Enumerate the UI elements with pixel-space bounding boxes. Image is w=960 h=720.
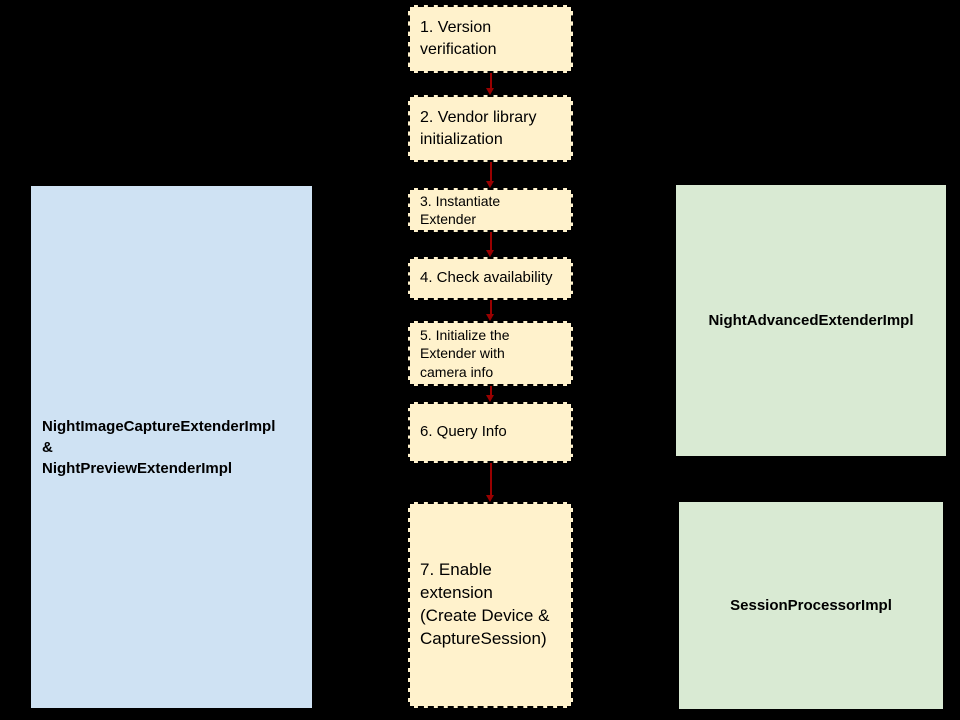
arrow-head <box>486 250 494 257</box>
down-arrow-icon <box>486 162 495 188</box>
down-arrow-icon <box>486 463 495 502</box>
step-label: 5. Initialize the Extender with camera i… <box>420 327 510 380</box>
arrow-head <box>486 395 494 402</box>
arrow-head <box>486 88 494 95</box>
step-label: 2. Vendor library initialization <box>420 108 537 148</box>
arrow-line <box>489 162 492 182</box>
arrow-line <box>489 73 492 89</box>
down-arrow-icon <box>486 73 495 95</box>
arrow-head <box>486 314 494 321</box>
step-box-check-availability: 4. Check availability <box>408 257 573 300</box>
arrow-head <box>486 495 494 502</box>
arrow-line <box>489 463 492 496</box>
arrow-line <box>489 232 492 251</box>
step-label: 3. Instantiate Extender <box>420 192 501 227</box>
right-entity-label: NightAdvancedExtenderImpl <box>708 312 914 329</box>
down-arrow-icon <box>486 300 495 321</box>
right-entity-label: SessionProcessorImpl <box>730 597 892 614</box>
step-label: 6. Query Info <box>420 423 507 441</box>
step-label: 7. Enable extension (Create Device & Cap… <box>420 560 550 648</box>
step-label: 1. Version verification <box>420 19 497 58</box>
step-box-vendor-library-init: 2. Vendor library initialization <box>408 95 573 162</box>
down-arrow-icon <box>486 386 495 402</box>
left-entity-box-night-extenders: NightImageCaptureExtenderImpl & NightPre… <box>31 186 312 708</box>
step-box-enable-extension: 7. Enable extension (Create Device & Cap… <box>408 502 573 708</box>
down-arrow-icon <box>486 232 495 257</box>
arrow-line <box>489 386 492 396</box>
arrow-head <box>486 181 494 188</box>
step-box-version-verification: 1. Version verification <box>408 5 573 73</box>
step-box-query-info: 6. Query Info <box>408 402 573 463</box>
step-box-initialize-extender: 5. Initialize the Extender with camera i… <box>408 321 573 386</box>
right-entity-box-night-advanced-extender: NightAdvancedExtenderImpl <box>676 185 946 456</box>
left-entity-label: NightImageCaptureExtenderImpl & NightPre… <box>42 417 276 477</box>
arrow-line <box>489 300 492 315</box>
step-label: 4. Check availability <box>420 269 553 287</box>
step-box-instantiate-extender: 3. Instantiate Extender <box>408 188 573 232</box>
right-entity-box-session-processor: SessionProcessorImpl <box>679 502 943 709</box>
